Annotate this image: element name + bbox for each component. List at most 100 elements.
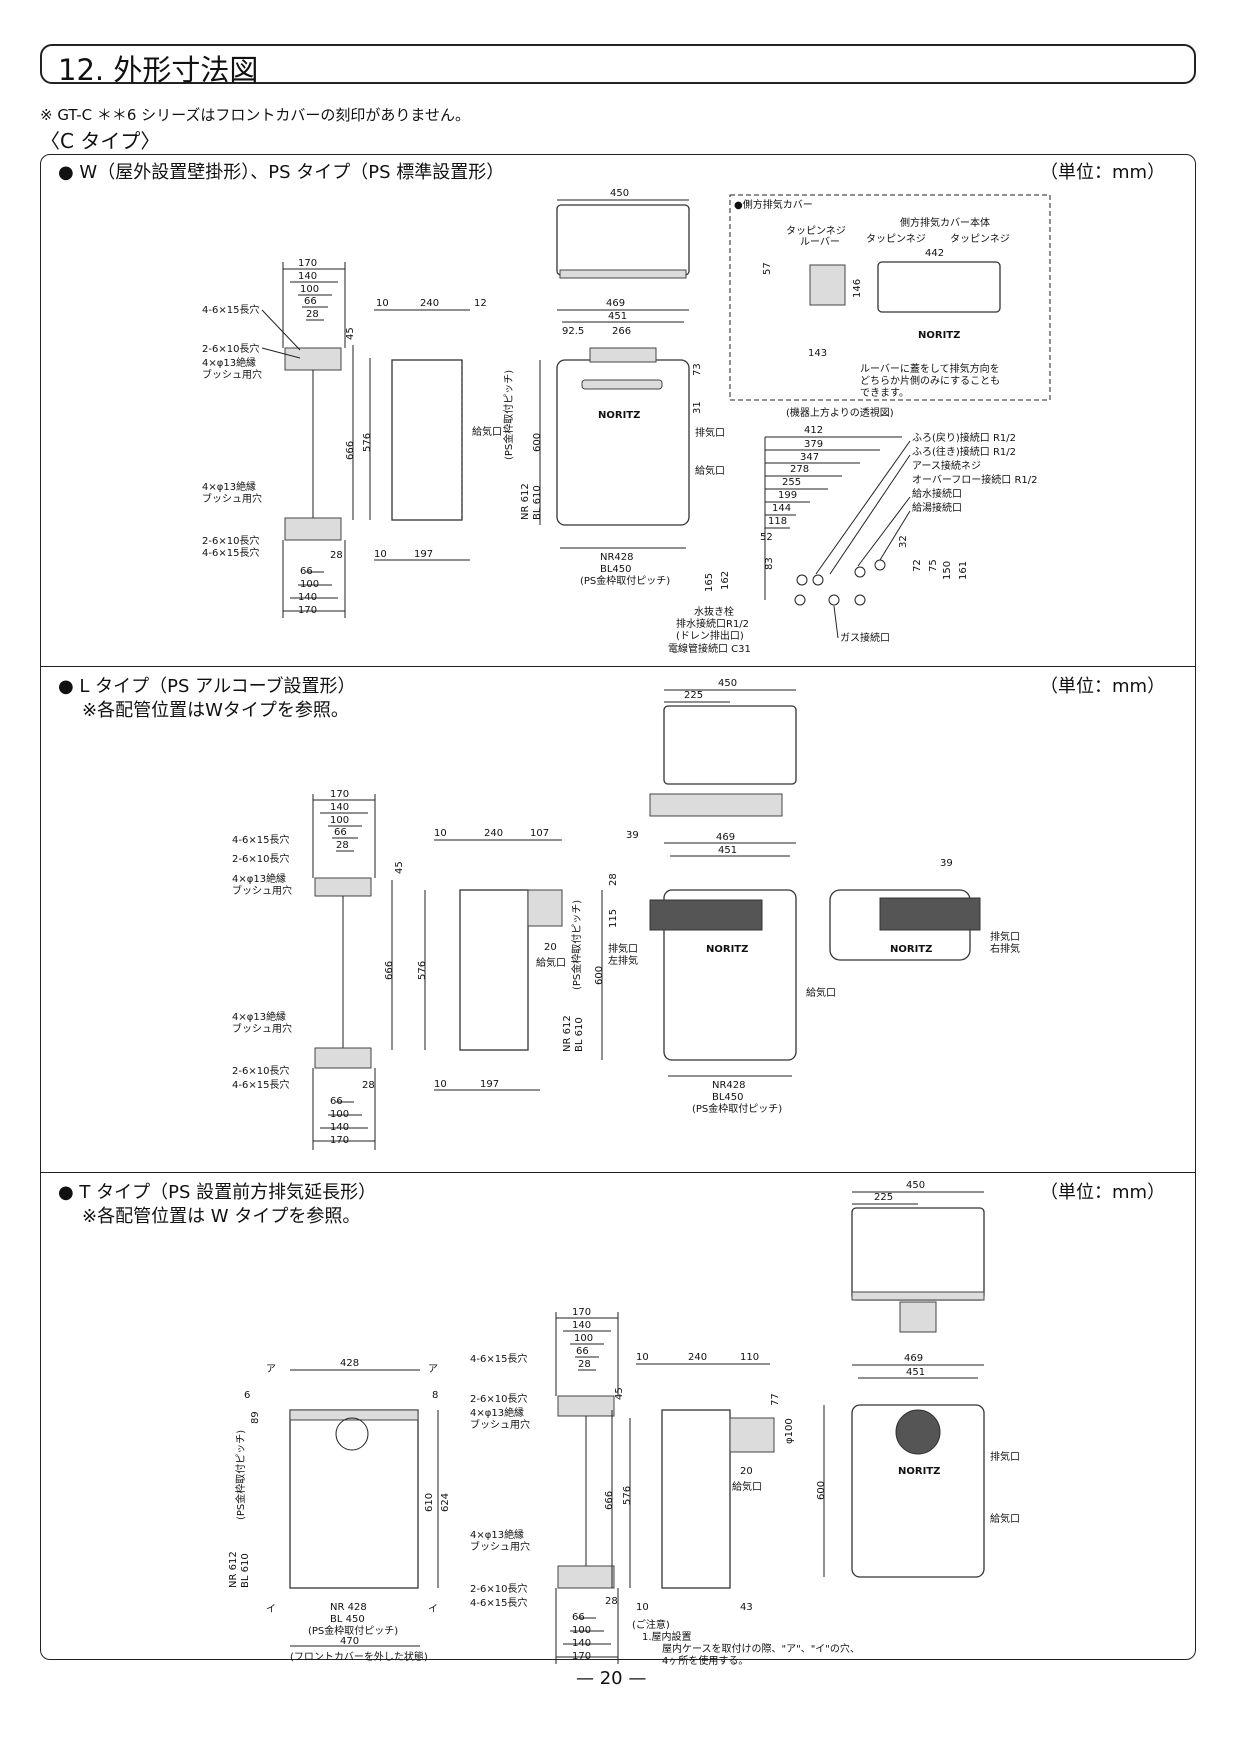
dim-label: BL 610 [574,1017,585,1052]
inset-note: どちらか片側のみにすることも [860,374,1000,387]
pipe-label: ふろ(往き)接続口 R1/2 [912,445,1016,458]
section-header: 12. 外形寸法図 [40,44,1196,87]
bush-label: 4×φ13絶縁 [470,1406,524,1419]
bush-label: 4×φ13絶縁 [232,872,286,885]
dim-label: 470 [340,1636,359,1647]
dim-label: 12 [474,298,487,309]
dim-label: 39 [626,830,639,841]
dim-label: 161 [958,561,969,580]
hole-label: 4-6×15長穴 [232,1078,289,1091]
exhaust-label: 排気口 [990,930,1020,943]
dim-label: 39 [940,858,953,869]
dim-label: 28 [330,550,343,561]
dim-label: 225 [874,1192,893,1203]
dim-label: 266 [612,326,631,337]
bush-label: ブッシュ用穴 [232,1022,292,1035]
hole-label: 4-6×15長穴 [470,1352,527,1365]
dim-label: 57 [762,262,773,275]
hole-label: 2-6×10長穴 [202,342,259,355]
dim-label: 347 [800,452,819,463]
dim-label: 66 [330,1096,343,1107]
dim-label: 469 [606,298,625,309]
dim-label: 576 [417,961,428,980]
dim-label: 77 [770,1393,781,1406]
dim-label: 240 [420,298,439,309]
dim-label: 115 [608,909,619,928]
dim-label: 225 [684,690,703,701]
bush-label: ブッシュ用穴 [202,368,262,381]
dim-label: (PS金枠取付ピッチ) [580,574,670,587]
w-side-cover-inset: ●側方排気カバー タッピンネジ ルーバー タッピンネジ タッピンネジ 側方排気カ… [729,194,1051,419]
dim-label: 170 [572,1307,591,1318]
dim-label: 107 [530,828,549,839]
dim-label: (PS金枠取付ピッチ) [570,900,583,990]
dim-label: 110 [740,1352,759,1363]
intake-label: 給気口 [806,986,836,999]
dim-label: 6 [244,1390,250,1401]
pipe-label: 電線管接続口 C31 [668,642,751,655]
inset-label: タッピンネジ [866,233,926,245]
dim-label: 600 [816,1481,827,1500]
dim-label: 28 [605,1596,618,1607]
caption: (フロントカバーを外した状態) [290,1650,428,1663]
dim-label: 170 [330,1135,349,1146]
dim-label: 66 [304,296,317,307]
dim-label: 170 [572,1651,591,1662]
unit-label: （単位：mm） [1040,676,1166,697]
intake-label: 給気口 [536,956,566,969]
dim-label: 197 [480,1079,499,1090]
pipe-label: 水抜き栓 [694,605,734,618]
hole-label: 4-6×15長穴 [202,303,259,316]
inset-label: 側方排気カバー本体 [900,216,990,229]
l-section-title: ● L タイプ（PS アルコーブ設置形） [58,676,356,697]
dim-label: 73 [692,363,703,376]
dim-label: 170 [298,605,317,616]
hole-label: ア [428,1364,438,1375]
intake-label: 給気口 [990,1512,1020,1525]
dim-label: 140 [330,802,349,813]
dim-label: 100 [574,1333,593,1344]
dim-label: 10 [434,1079,447,1090]
exhaust-label: 排気口 [695,426,725,439]
dim-label: (PS金枠取付ピッチ) [692,1102,782,1115]
dim-label: 10 [636,1602,649,1613]
pipe-label: 給水接続口 [912,487,962,500]
noritz-logo: NORITZ [898,1466,940,1477]
inset-label: ルーバー [800,236,840,248]
dim-label: 451 [718,845,737,856]
dim-label: 170 [298,258,317,269]
noritz-logo: NORITZ [706,944,748,955]
dim-label: 100 [572,1625,591,1636]
dim-label: BL 450 [330,1614,365,1625]
w-section-title: ● W（屋外設置壁掛形）、PS タイプ（PS 標準設置形） [58,162,505,183]
inset-title: ●側方排気カバー [734,198,813,211]
pipe-label: (ドレン排出口) [676,629,744,642]
noritz-logo: NORITZ [918,330,960,341]
page-number: — 20 — [576,1668,647,1689]
dim-label: 83 [764,557,775,570]
dim-label: 240 [688,1352,707,1363]
t-bracket-drawing: 170 140 100 66 28 66 100 140 170 28 4-6×… [470,1307,619,1664]
hole-label: 4-6×15長穴 [202,546,259,559]
dim-label: 45 [394,861,405,874]
dim-label: NR 612 [520,483,531,520]
noritz-logo: NORITZ [890,944,932,955]
dim-label: 428 [340,1358,359,1369]
dim-label: 66 [334,827,347,838]
t-front-view: 469 451 NORITZ 600 排気口 給気口 [816,1353,1020,1578]
dim-label: 143 [808,348,827,359]
bush-label: ブッシュ用穴 [470,1540,530,1553]
dim-label: (PS金枠取付ピッチ) [308,1624,398,1637]
inset-label: タッピンネジ [786,225,846,237]
dim-label: 66 [576,1346,589,1357]
dim-label: 8 [432,1390,438,1401]
w-top-view: 450 [556,188,690,279]
dim-label: 140 [298,271,317,282]
dim-label: 10 [376,298,389,309]
l-front-view: 39 469 451 NORITZ 28 115 600 排気口 左排気 給気口… [594,830,836,1115]
dim-label: 140 [572,1638,591,1649]
noritz-logo: NORITZ [598,410,640,421]
note-line: 屋内ケースを取付けの際、"ア"、"イ"の穴、 [662,1642,860,1655]
dim-label: NR428 [712,1080,746,1091]
bush-label: 4×φ13絶縁 [202,356,256,369]
